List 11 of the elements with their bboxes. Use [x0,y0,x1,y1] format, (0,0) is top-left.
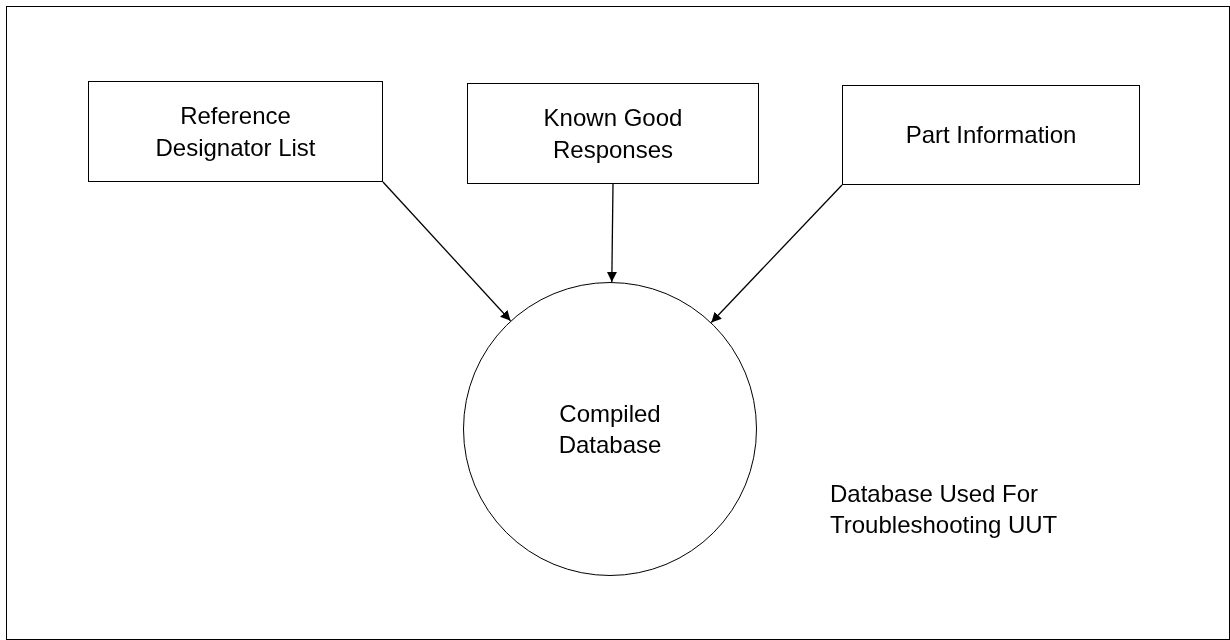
arrow [710,184,843,324]
note-text: Database Used For Troubleshooting UUT [830,479,1059,541]
node-text: Compiled Database [557,398,663,460]
process-box [842,85,1140,185]
node-text: Reference Designator List [154,101,317,163]
arrow [606,183,617,283]
process-box [467,83,759,184]
node-text: Part Information [905,120,1077,151]
arrow [382,181,512,322]
node-text: Known Good Responses [542,103,684,165]
process-box [88,81,383,182]
